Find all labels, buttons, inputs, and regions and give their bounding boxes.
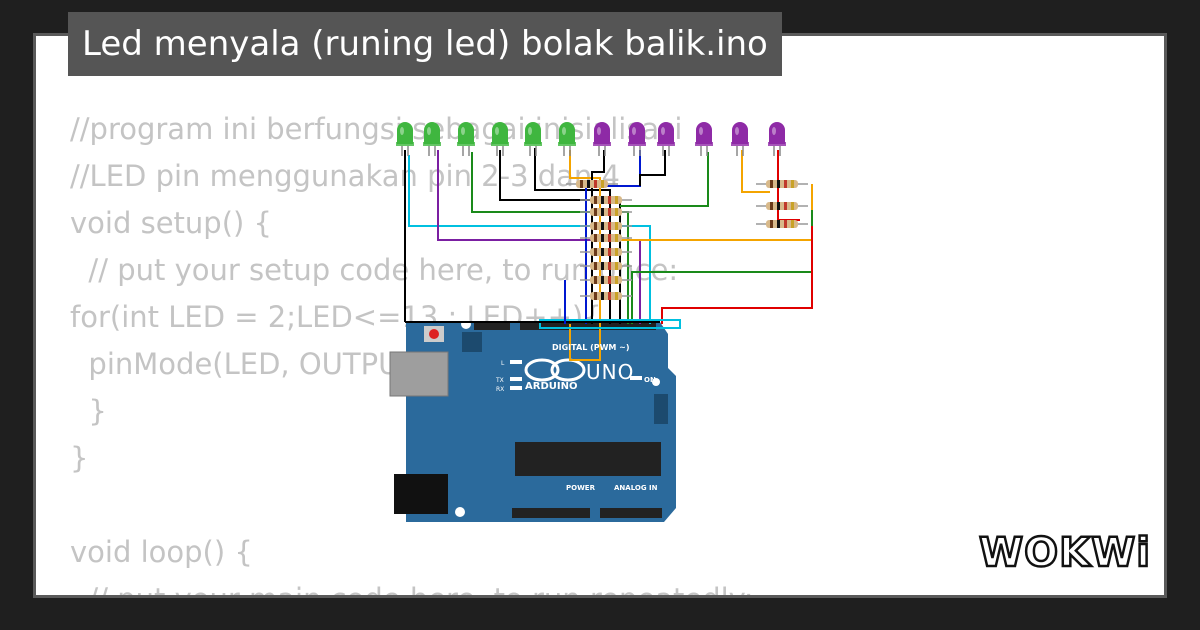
reset-button bbox=[429, 329, 439, 339]
microcontroller-chip bbox=[515, 442, 661, 476]
led-4 bbox=[491, 122, 509, 156]
board-model-label: UNO bbox=[586, 360, 635, 384]
l-led-label: L bbox=[501, 360, 505, 367]
resistor-6 bbox=[580, 248, 632, 256]
led-8 bbox=[628, 122, 646, 156]
leds bbox=[396, 122, 786, 156]
resistor-7 bbox=[580, 262, 632, 270]
digital-pins-label: DIGITAL (PWM ~) bbox=[552, 343, 630, 352]
led-7 bbox=[593, 122, 611, 156]
resistor-11 bbox=[756, 202, 808, 210]
resistor-10 bbox=[756, 180, 808, 188]
resistors bbox=[566, 180, 808, 300]
resistor-12 bbox=[756, 220, 808, 228]
resistor-4 bbox=[580, 222, 632, 230]
arduino-board bbox=[389, 319, 676, 522]
resistor-3 bbox=[580, 208, 632, 216]
svg-text:WOKWi: WOKWi bbox=[979, 530, 1150, 576]
code-preview: //program ini berfungsi sebagai inisiali… bbox=[70, 112, 754, 595]
led-12 bbox=[768, 122, 786, 156]
board-brand-label: ARDUINO bbox=[525, 381, 578, 392]
on-led-label: ON bbox=[644, 376, 656, 384]
power-jack bbox=[394, 474, 448, 514]
tx-led-label: TX bbox=[496, 377, 504, 384]
led-1 bbox=[396, 122, 414, 156]
led-3 bbox=[457, 122, 475, 156]
led-5 bbox=[524, 122, 542, 156]
led-6 bbox=[558, 122, 576, 156]
resistor-2 bbox=[580, 196, 632, 204]
led-11 bbox=[731, 122, 749, 156]
resistor-8 bbox=[580, 276, 632, 284]
wokwi-logo: WOKWi bbox=[978, 529, 1150, 578]
power-pins-label: POWER bbox=[566, 484, 595, 492]
led-2 bbox=[423, 122, 441, 156]
rx-led-label: RX bbox=[496, 386, 505, 393]
resistor-9 bbox=[580, 292, 632, 300]
led-9 bbox=[657, 122, 675, 156]
led-10 bbox=[695, 122, 713, 156]
resistor-5 bbox=[580, 234, 632, 242]
page-title: Led menyala (runing led) bolak balik.ino bbox=[68, 12, 782, 76]
usb-port bbox=[389, 351, 449, 397]
resistor-1 bbox=[566, 180, 618, 188]
analog-pins-label: ANALOG IN bbox=[614, 484, 658, 492]
